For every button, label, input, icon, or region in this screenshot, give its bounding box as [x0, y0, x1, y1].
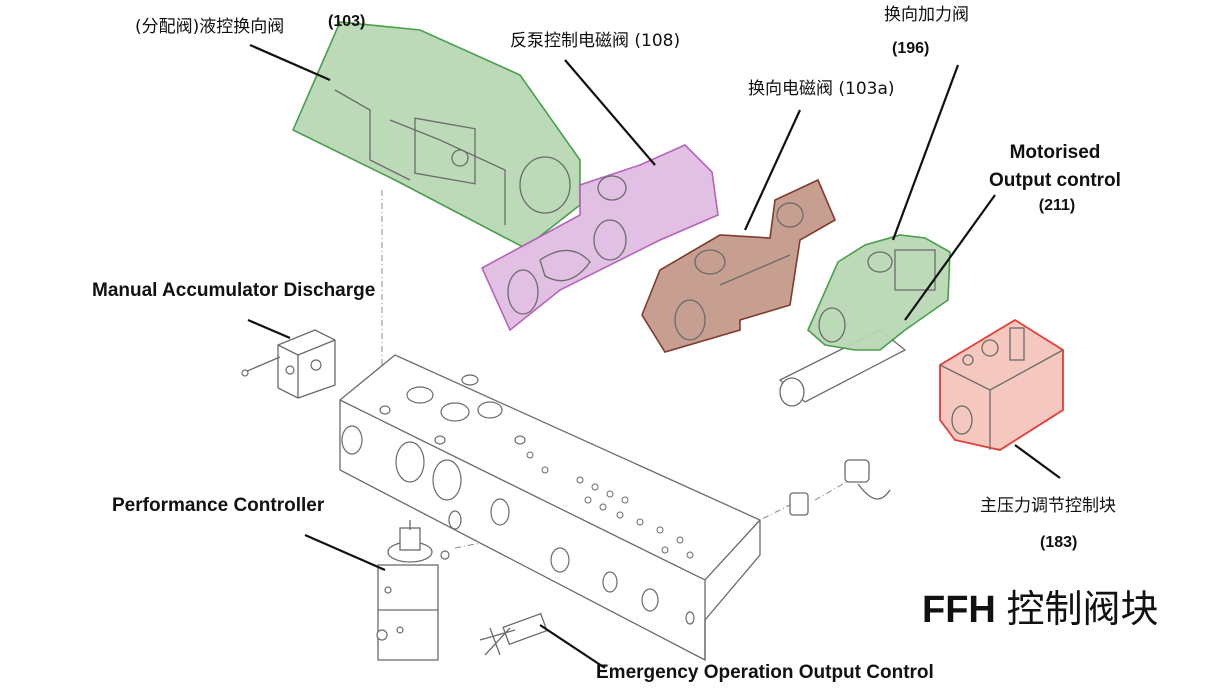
- manifold-block: [339, 354, 761, 662]
- leader-motorised-output: [904, 194, 996, 321]
- leader-directional-valve: [249, 43, 331, 82]
- pump-solenoid-linework: [507, 175, 627, 315]
- leader-manual-discharge: [247, 318, 291, 340]
- reversing-solenoid-highlight: [641, 178, 837, 353]
- leader-pump-solenoid: [564, 59, 656, 166]
- plug-fitting: [789, 459, 891, 516]
- pump-solenoid-highlight: [480, 144, 719, 332]
- directional-valve-linework: [334, 89, 571, 225]
- label-main-pressure-code: (183): [1040, 534, 1078, 551]
- main-pressure-block-linework: [939, 327, 1064, 450]
- title-cn: 控制阀块: [1006, 587, 1159, 631]
- label-boost-valve-code: (196): [892, 40, 930, 57]
- assembly-axis-line: [814, 479, 851, 501]
- performance-controller: [376, 520, 450, 661]
- title-latin: FFH: [922, 589, 996, 631]
- label-motorised-line1: Motorised: [1009, 142, 1101, 163]
- directional-valve-highlight: [291, 21, 581, 249]
- leader-boost-valve: [891, 64, 960, 241]
- label-reversing-solenoid: 换向电磁阀 (103a): [748, 79, 895, 99]
- label-pump-solenoid: 反泵控制电磁阀 (108): [510, 31, 681, 51]
- main-pressure-block-highlight: [939, 318, 1064, 451]
- motorised-output-highlight: [807, 234, 951, 351]
- manual-discharge-block: [241, 329, 336, 399]
- emergency-fitting: [479, 612, 548, 656]
- leader-main-pressure-block: [1014, 444, 1061, 479]
- leader-emergency-output: [539, 624, 606, 669]
- label-motorised-line2: Output control: [989, 170, 1121, 191]
- label-directional-valve-name: (分配阀)液控换向阀: [135, 17, 285, 37]
- label-directional-valve-code: (103): [328, 13, 366, 30]
- reversing-solenoid-linework: [674, 202, 804, 341]
- label-manual-discharge: Manual Accumulator Discharge: [92, 280, 376, 301]
- label-emergency-output: Emergency Operation Output Control: [596, 662, 934, 683]
- motorised-output-linework: [818, 249, 936, 343]
- label-main-pressure-name: 主压力调节控制块: [980, 496, 1116, 516]
- label-motorised-code: (211): [1038, 197, 1076, 214]
- label-performance-controller: Performance Controller: [112, 495, 325, 516]
- leader-reversing-solenoid: [744, 109, 801, 231]
- diagram-title: FFH 控制阀块: [922, 590, 1158, 629]
- label-boost-valve-name: 换向加力阀: [884, 5, 969, 25]
- leader-performance-controller: [304, 533, 386, 572]
